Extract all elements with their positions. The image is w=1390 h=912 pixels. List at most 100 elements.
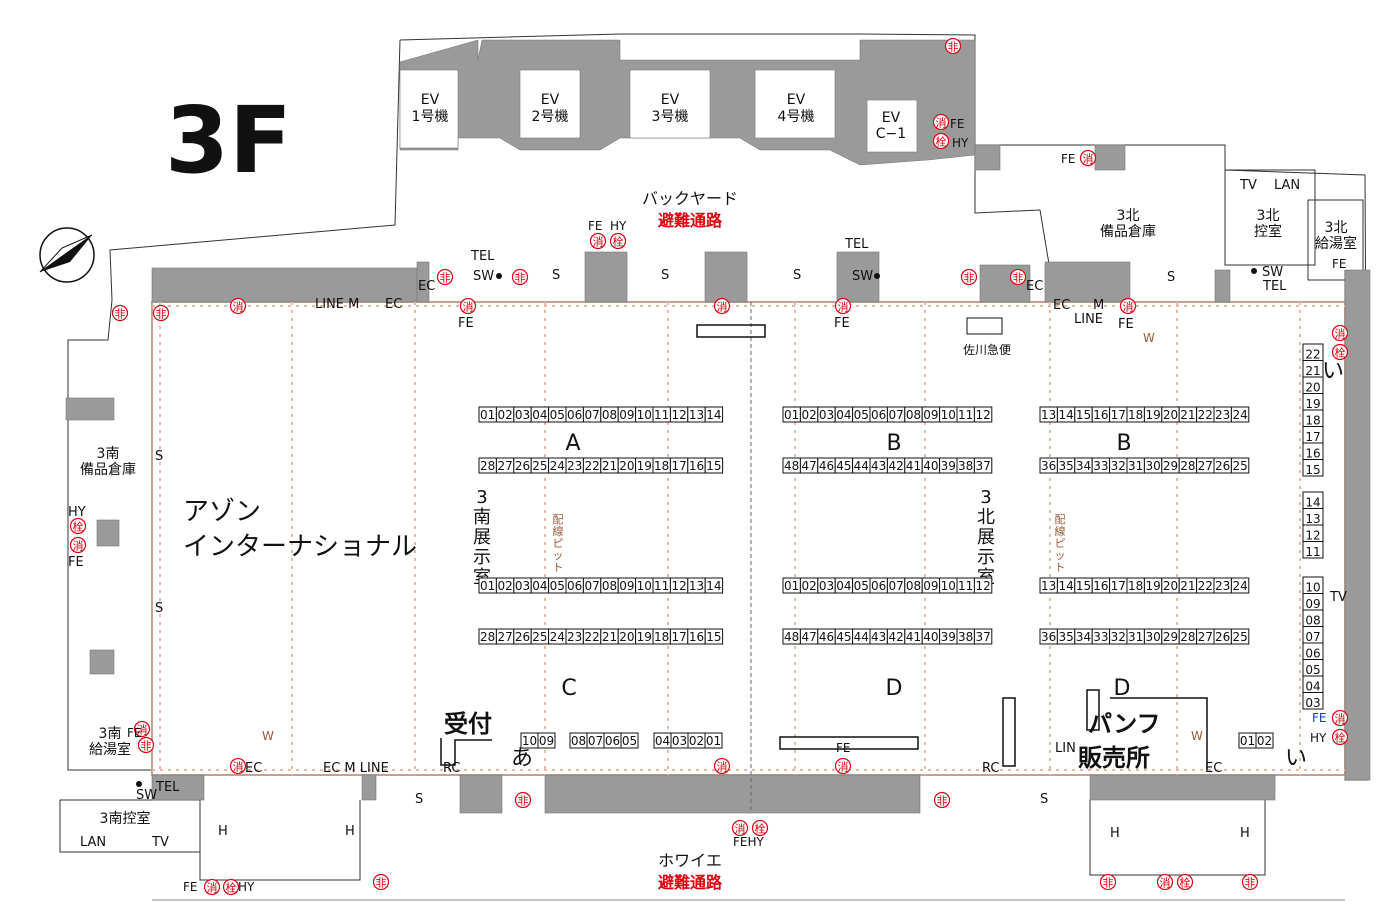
booth-09[interactable]: 09 (921, 577, 941, 594)
booth-08[interactable]: 08 (600, 577, 619, 594)
booth-44[interactable]: 44 (852, 457, 871, 474)
booth-07[interactable]: 07 (1302, 626, 1324, 645)
booth-01[interactable]: 01 (478, 577, 497, 594)
booth-04[interactable]: 04 (834, 406, 854, 423)
booth-11[interactable]: 11 (956, 406, 975, 423)
booth-36[interactable]: 36 (1039, 457, 1058, 474)
booth-22[interactable]: 22 (1196, 577, 1215, 594)
booth-30[interactable]: 30 (1143, 457, 1163, 474)
booth-21[interactable]: 21 (1302, 360, 1324, 379)
booth-26[interactable]: 26 (1213, 628, 1232, 645)
booth-47[interactable]: 47 (799, 457, 819, 474)
booth-16[interactable]: 16 (687, 457, 706, 474)
booth-15[interactable]: 15 (704, 628, 724, 645)
booth-24[interactable]: 24 (1230, 406, 1250, 423)
booth-19[interactable]: 19 (635, 457, 654, 474)
booth-09[interactable]: 09 (617, 577, 637, 594)
booth-39[interactable]: 39 (939, 457, 958, 474)
booth-46[interactable]: 46 (817, 628, 836, 645)
booth-43[interactable]: 43 (869, 628, 888, 645)
booth-22[interactable]: 22 (1196, 406, 1215, 423)
booth-07[interactable]: 07 (886, 577, 906, 594)
booth-09[interactable]: 09 (921, 406, 941, 423)
booth-02[interactable]: 02 (495, 406, 515, 423)
booth-36[interactable]: 36 (1039, 628, 1058, 645)
booth-27[interactable]: 27 (495, 457, 515, 474)
booth-11[interactable]: 11 (652, 577, 671, 594)
booth-22[interactable]: 22 (582, 457, 602, 474)
booth-01[interactable]: 01 (704, 732, 723, 749)
booth-42[interactable]: 42 (886, 628, 906, 645)
booth-14[interactable]: 14 (1302, 491, 1324, 510)
booth-17[interactable]: 17 (1302, 426, 1324, 445)
booth-19[interactable]: 19 (635, 628, 654, 645)
booth-35[interactable]: 35 (1056, 457, 1076, 474)
booth-07[interactable]: 07 (886, 406, 906, 423)
booth-23[interactable]: 23 (565, 457, 584, 474)
booth-12[interactable]: 12 (973, 406, 993, 423)
booth-25[interactable]: 25 (1230, 457, 1250, 474)
booth-04[interactable]: 04 (834, 577, 854, 594)
booth-10[interactable]: 10 (520, 732, 539, 749)
booth-03[interactable]: 03 (817, 406, 836, 423)
booth-06[interactable]: 06 (869, 406, 888, 423)
booth-09[interactable]: 09 (617, 406, 637, 423)
booth-27[interactable]: 27 (1196, 457, 1215, 474)
booth-07[interactable]: 07 (582, 577, 602, 594)
booth-45[interactable]: 45 (834, 628, 854, 645)
booth-23[interactable]: 23 (1213, 577, 1232, 594)
booth-32[interactable]: 32 (1109, 628, 1128, 645)
booth-29[interactable]: 29 (1161, 457, 1180, 474)
booth-05[interactable]: 05 (620, 732, 639, 749)
booth-05[interactable]: 05 (852, 577, 871, 594)
booth-16[interactable]: 16 (1091, 577, 1111, 594)
booth-23[interactable]: 23 (565, 628, 584, 645)
booth-03[interactable]: 03 (670, 732, 689, 749)
booth-08[interactable]: 08 (1302, 609, 1324, 628)
booth-05[interactable]: 05 (548, 577, 567, 594)
booth-42[interactable]: 42 (886, 457, 906, 474)
booth-13[interactable]: 13 (1302, 508, 1324, 527)
booth-48[interactable]: 48 (782, 457, 801, 474)
booth-17[interactable]: 17 (1109, 406, 1128, 423)
booth-12[interactable]: 12 (1302, 524, 1324, 543)
booth-22[interactable]: 22 (582, 628, 602, 645)
booth-28[interactable]: 28 (478, 457, 497, 474)
booth-08[interactable]: 08 (904, 577, 923, 594)
booth-38[interactable]: 38 (956, 457, 975, 474)
booth-31[interactable]: 31 (1126, 628, 1145, 645)
booth-13[interactable]: 13 (687, 406, 706, 423)
booth-10[interactable]: 10 (635, 577, 654, 594)
booth-20[interactable]: 20 (1161, 406, 1180, 423)
booth-05[interactable]: 05 (1302, 659, 1324, 678)
booth-10[interactable]: 10 (939, 406, 958, 423)
booth-04[interactable]: 04 (653, 732, 672, 749)
booth-24[interactable]: 24 (548, 628, 567, 645)
booth-09[interactable]: 09 (1302, 593, 1324, 612)
booth-26[interactable]: 26 (513, 457, 532, 474)
booth-15[interactable]: 15 (704, 457, 724, 474)
booth-14[interactable]: 14 (704, 406, 724, 423)
booth-01[interactable]: 01 (1238, 732, 1257, 749)
booth-25[interactable]: 25 (530, 628, 550, 645)
booth-18[interactable]: 18 (652, 457, 671, 474)
booth-27[interactable]: 27 (1196, 628, 1215, 645)
booth-41[interactable]: 41 (904, 628, 923, 645)
booth-29[interactable]: 29 (1161, 628, 1180, 645)
booth-39[interactable]: 39 (939, 628, 958, 645)
booth-28[interactable]: 28 (478, 628, 497, 645)
booth-27[interactable]: 27 (495, 628, 515, 645)
booth-17[interactable]: 17 (1109, 577, 1128, 594)
booth-16[interactable]: 16 (1091, 406, 1111, 423)
booth-26[interactable]: 26 (1213, 457, 1232, 474)
booth-12[interactable]: 12 (973, 577, 993, 594)
booth-11[interactable]: 11 (652, 406, 671, 423)
booth-02[interactable]: 02 (799, 577, 819, 594)
booth-20[interactable]: 20 (1161, 577, 1180, 594)
booth-01[interactable]: 01 (478, 406, 497, 423)
booth-30[interactable]: 30 (1143, 628, 1163, 645)
booth-11[interactable]: 11 (956, 577, 975, 594)
booth-08[interactable]: 08 (904, 406, 923, 423)
booth-24[interactable]: 24 (548, 457, 567, 474)
booth-28[interactable]: 28 (1178, 628, 1198, 645)
